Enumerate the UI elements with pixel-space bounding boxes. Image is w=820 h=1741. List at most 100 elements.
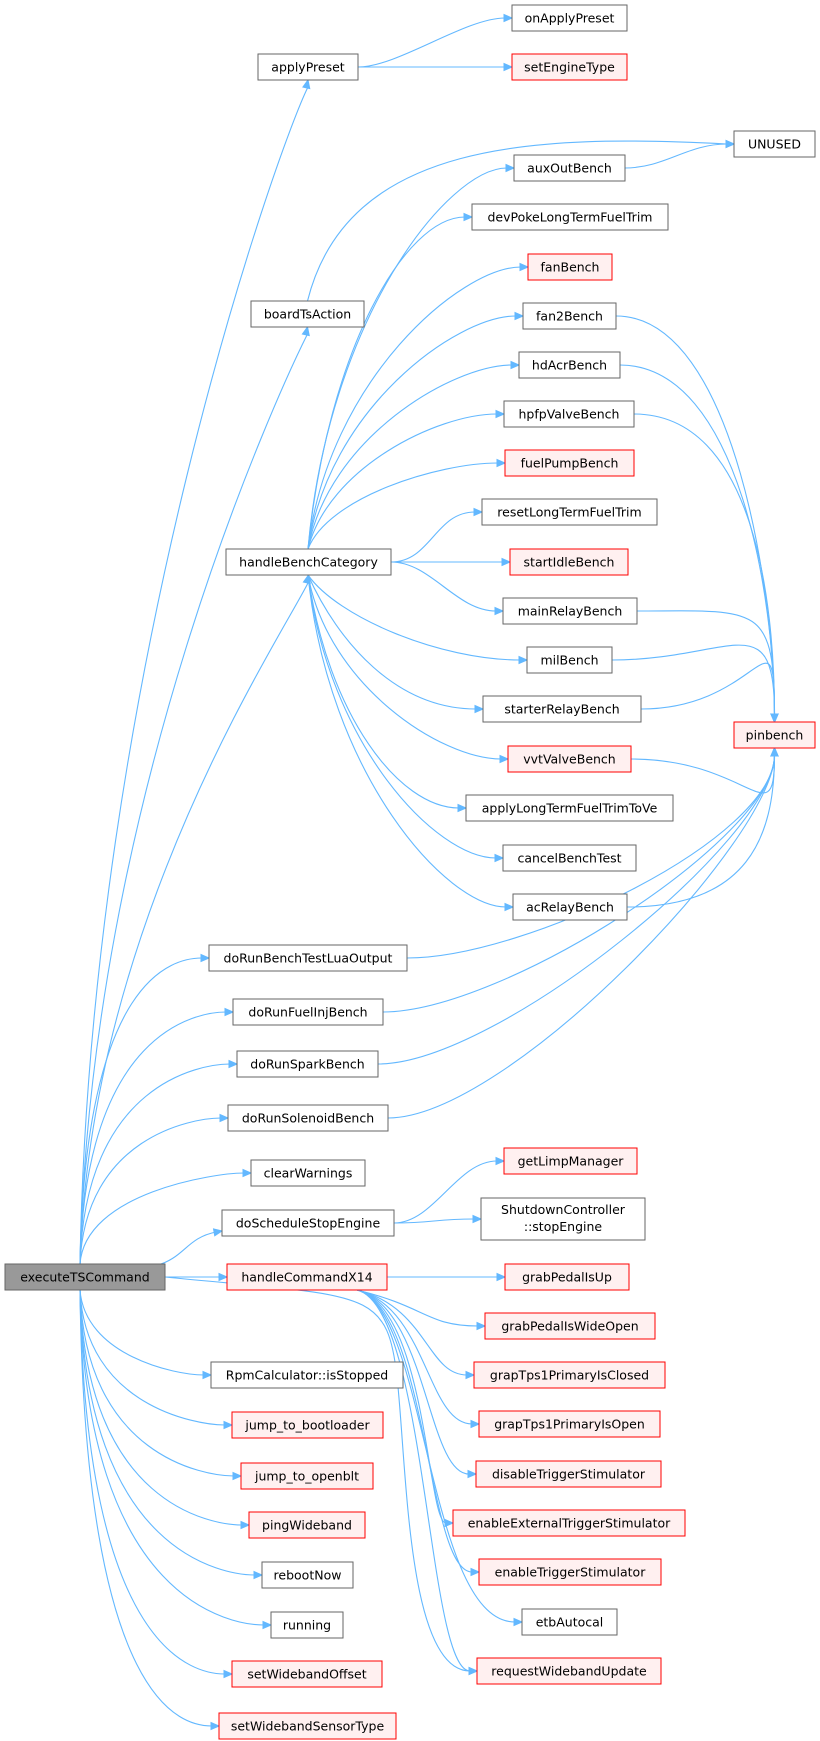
node-onApplyPreset[interactable]: onApplyPreset [511,4,628,32]
node-resetLongTermFuelTrim[interactable]: resetLongTermFuelTrim [481,498,658,526]
node-doScheduleStopEngine[interactable]: doScheduleStopEngine [221,1209,395,1237]
node-rebootNow[interactable]: rebootNow [261,1561,354,1589]
node-box [509,548,629,576]
node-startIdleBench[interactable]: startIdleBench [509,548,629,576]
node-etbAutocal[interactable]: etbAutocal [521,1608,618,1636]
node-clearWarnings[interactable]: clearWarnings [250,1159,366,1187]
node-pinbench[interactable]: pinbench [733,721,816,749]
arrowhead-setWidebandSensorType [210,1721,221,1731]
node-box [236,1050,379,1078]
node-label: etbAutocal [536,1615,604,1630]
node-jump_to_bootloader[interactable]: jump_to_bootloader [231,1411,384,1439]
node-label: doScheduleStopEngine [236,1216,381,1231]
edge-handleBenchCategory-to-devPokeLongTermFuelTrim [307,216,466,550]
node-grapTps1PrimaryIsOpen[interactable]: grapTps1PrimaryIsOpen [478,1410,661,1438]
arrowhead-pinbench [770,713,779,724]
edge-handleBenchCategory-to-cancelBenchTest [307,574,497,859]
node-setWidebandOffset[interactable]: setWidebandOffset [231,1660,383,1688]
node-label: grapTps1PrimaryIsClosed [490,1368,649,1383]
node-box [484,1312,656,1340]
node-running[interactable]: running [270,1611,344,1639]
node-hpfpValveBench[interactable]: hpfpValveBench [503,400,635,428]
node-handleBenchCategory[interactable]: handleBenchCategory [225,548,392,576]
node-setEngineType[interactable]: setEngineType [511,53,628,81]
edge-handleBenchCategory-to-fuelPumpBench [307,462,499,550]
edge-acRelayBench-to-pinbench [626,754,776,908]
node-applyPreset[interactable]: applyPreset [257,53,359,81]
edge-mainRelayBench-to-pinbench [636,610,776,716]
node-setWidebandSensorType[interactable]: setWidebandSensorType [218,1712,397,1740]
node-RpmCalculatorIsStopped[interactable]: RpmCalculator::isStopped [210,1361,404,1389]
node-box [475,1460,662,1488]
arrowhead-pingWideband [240,1520,251,1530]
node-box [512,893,628,921]
node-milBench[interactable]: milBench [526,646,613,674]
arrowhead-UNUSED [725,139,736,149]
node-applyLongTermFuelTrimToVe[interactable]: applyLongTermFuelTrimToVe [465,794,674,822]
node-fanBench[interactable]: fanBench [527,253,613,281]
node-executeTSCommand[interactable]: executeTSCommand [4,1263,166,1291]
node-acRelayBench[interactable]: acRelayBench [512,893,628,921]
node-label: doRunSolenoidBench [242,1111,374,1126]
node-label: handleCommandX14 [241,1270,372,1285]
node-enableExternalTriggerStimulator[interactable]: enableExternalTriggerStimulator [452,1509,686,1537]
node-label: applyPreset [271,60,344,75]
node-box [221,1209,395,1237]
node-label: handleBenchCategory [239,555,378,570]
node-hdAcrBench[interactable]: hdAcrBench [518,351,621,379]
node-mainRelayBench[interactable]: mainRelayBench [502,597,638,625]
edge-executeTSCommand-to-doRunSparkBench [79,1063,231,1265]
edge-hpfpValveBench-to-pinbench [633,413,776,716]
node-box [527,253,613,281]
node-doRunFuelInjBench[interactable]: doRunFuelInjBench [232,998,384,1026]
arrowhead-doRunBenchTestLuaOutput [200,953,211,963]
arrowhead-pinbench [770,746,779,757]
node-label: rebootNow [274,1568,342,1583]
arrowhead-doScheduleStopEngine [212,1228,224,1237]
arrowhead-startIdleBench [501,557,512,567]
node-label: grabPedalIsWideOpen [501,1319,638,1334]
edge-executeTSCommand-to-doScheduleStopEngine [154,1231,217,1267]
edge-handleBenchCategory-to-applyLongTermFuelTrimToVe [307,574,460,809]
arrowhead-clearWarnings [242,1168,253,1178]
node-fuelPumpBench[interactable]: fuelPumpBench [504,449,635,477]
node-doRunSparkBench[interactable]: doRunSparkBench [236,1050,379,1078]
node-box [502,844,637,872]
node-ShutdownControllerStopEngine[interactable]: ShutdownController::stopEngine [480,1197,646,1241]
node-devPokeLongTermFuelTrim[interactable]: devPokeLongTermFuelTrim [471,203,669,231]
node-box [733,130,816,158]
node-label: enableExternalTriggerStimulator [468,1516,671,1531]
node-starterRelayBench[interactable]: starterRelayBench [482,695,642,723]
node-enableTriggerStimulator[interactable]: enableTriggerStimulator [478,1558,662,1586]
node-cancelBenchTest[interactable]: cancelBenchTest [502,844,637,872]
edge-handleBenchCategory-to-hpfpValveBench [307,413,498,550]
node-handleCommandX14[interactable]: handleCommandX14 [226,1263,388,1291]
node-requestWidebandUpdate[interactable]: requestWidebandUpdate [476,1657,662,1685]
node-doRunBenchTestLuaOutput[interactable]: doRunBenchTestLuaOutput [208,944,408,972]
node-disableTriggerStimulator[interactable]: disableTriggerStimulator [475,1460,662,1488]
node-boardTsAction[interactable]: boardTsAction [250,300,365,328]
node-pingWideband[interactable]: pingWideband [248,1511,366,1539]
node-vvtValveBench[interactable]: vvtValveBench [507,745,632,773]
node-auxOutBench[interactable]: auxOutBench [513,154,626,182]
node-jump_to_openblt[interactable]: jump_to_openblt [240,1462,374,1490]
arrowhead-requestWidebandUpdate [468,1666,479,1676]
edge-hdAcrBench-to-pinbench [619,364,776,716]
arrowhead-doRunSparkBench [228,1059,239,1069]
node-label: devPokeLongTermFuelTrim [488,210,653,225]
nodes: executeTSCommand applyPreset onApplyPreset… [4,4,816,1740]
node-label: vvtValveBench [523,752,615,767]
edge-handleBenchCategory-to-hdAcrBench [307,364,513,550]
arrowhead-ShutdownControllerStopEngine [472,1214,483,1224]
node-grabPedalIsWideOpen[interactable]: grabPedalIsWideOpen [484,1312,656,1340]
node-doRunSolenoidBench[interactable]: doRunSolenoidBench [227,1104,389,1132]
node-getLimpManager[interactable]: getLimpManager [503,1147,638,1175]
arrowhead-resetLongTermFuelTrim [473,507,484,517]
node-label: jump_to_openblt [254,1469,359,1484]
node-UNUSED[interactable]: UNUSED [733,130,816,158]
node-box [526,646,613,674]
node-grabPedalIsUp[interactable]: grabPedalIsUp [504,1263,630,1291]
node-fan2Bench[interactable]: fan2Bench [522,302,617,330]
arrowhead-onApplyPreset [503,13,514,23]
node-grapTps1PrimaryIsClosed[interactable]: grapTps1PrimaryIsClosed [473,1361,666,1389]
